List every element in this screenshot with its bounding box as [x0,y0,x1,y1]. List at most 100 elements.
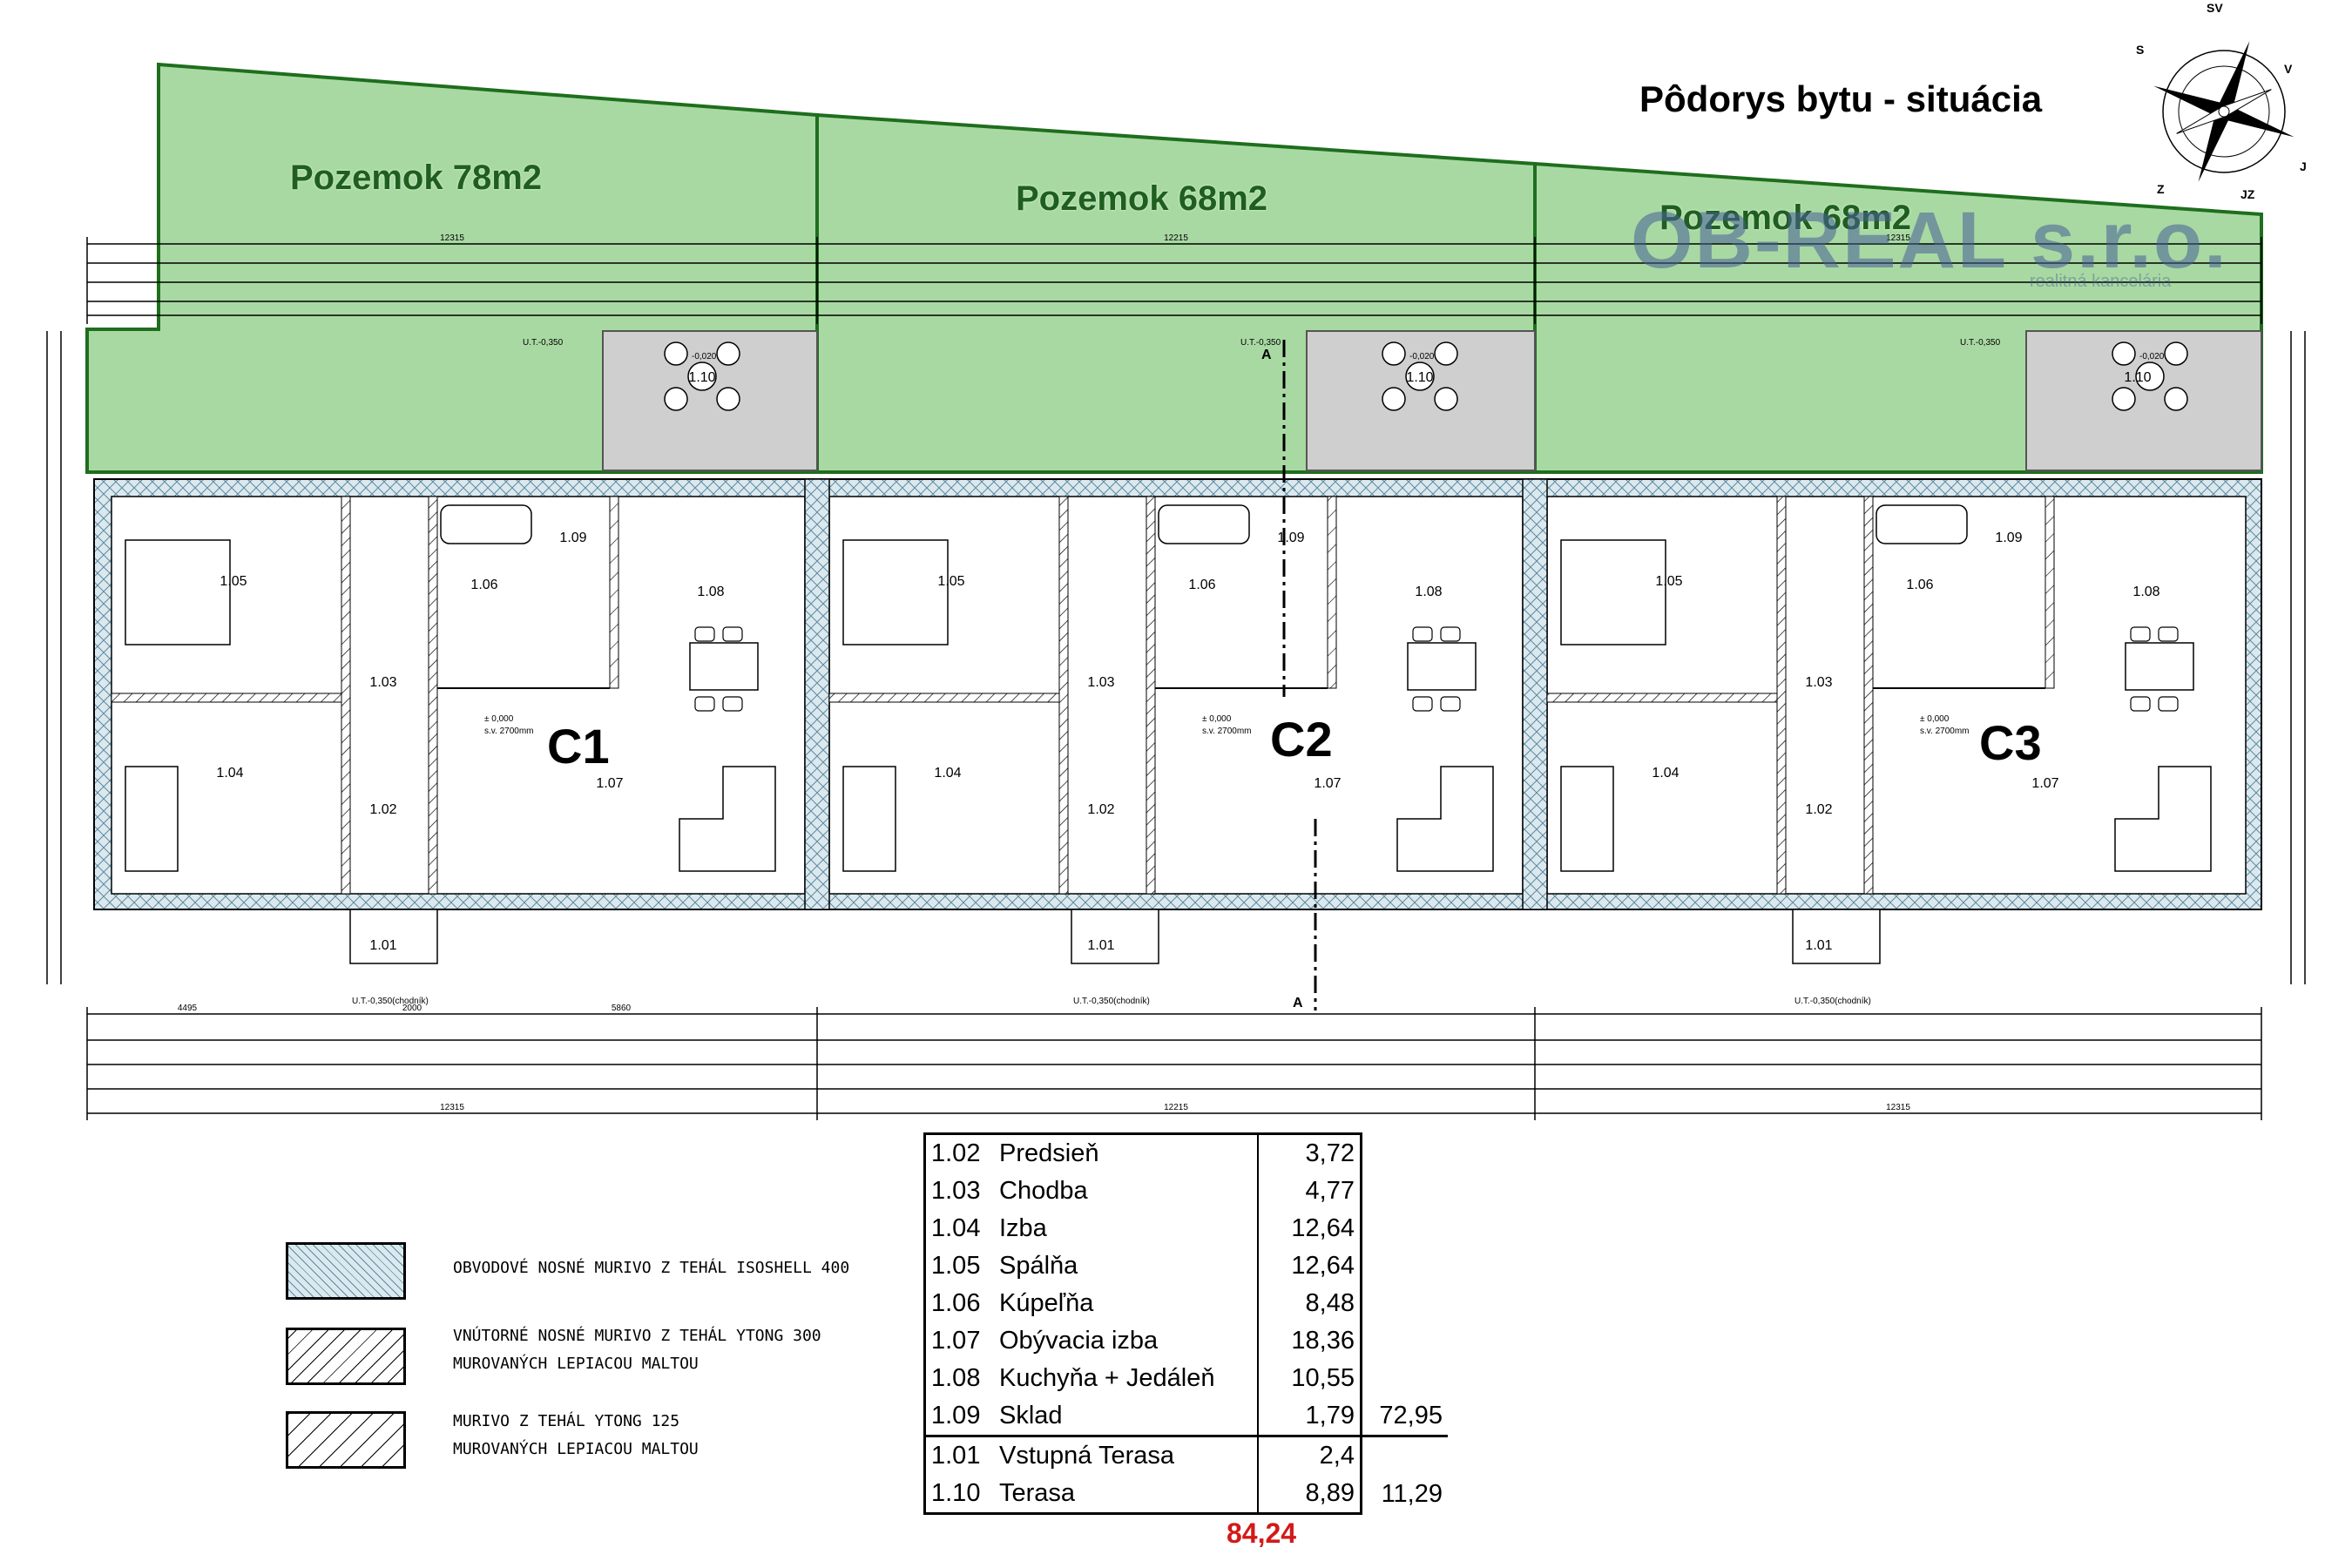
svg-text:12215: 12215 [1164,1103,1188,1112]
area-table-cell-name: Obývacia izba [994,1322,1259,1360]
side-dimension-lines [46,331,2306,984]
terrace-level: U.T.-0,350 [1240,338,1281,348]
room-label: 1.05 [937,574,964,589]
legend-swatch-interior-wall [286,1328,406,1385]
unit-interior-3 [1546,341,2212,895]
walkway-level: U.T.-0,350(chodník) [1073,997,1150,1006]
room-label: 1.07 [596,776,623,791]
section-line-aa [1282,340,1317,1010]
room-label: 1.03 [1805,675,1832,690]
area-table-cell-val: 12,64 [1258,1247,1362,1285]
area-table-cell-code: 1.10 [923,1475,994,1515]
room-labels: 1.05 1.06 1.09 1.08 1.03 1.04 1.02 1.07 1.01 1.10… [216,338,2164,1006]
room-label: 1.01 [1087,938,1114,953]
svg-text:12315: 12315 [440,233,464,243]
legend-text-interior-wall: VNÚTORNÉ NOSNÉ MURIVO Z TEHÁL YTONG 300 … [453,1322,821,1378]
area-table-cell-val: 1,79 [1258,1397,1362,1437]
room-label: 1.01 [369,938,396,953]
area-table-cell-sum: 72,95 [1361,1397,1448,1437]
plot-label-2: Pozemok 68m2 [1016,179,1268,218]
room-label: 1.10 [688,370,715,385]
room-label: 1.04 [1652,766,1679,781]
compass-rose [2153,41,2295,182]
area-table-cell-sum [1362,1173,1449,1210]
area-table-cell-val: 3,72 [1258,1132,1362,1173]
top-dimension-lines [86,237,2262,324]
area-table-cell-val: 8,48 [1258,1285,1362,1322]
terrace-c3 [2025,330,2262,471]
area-table-cell-name: Spálňa [994,1247,1259,1285]
room-label: 1.02 [369,802,396,817]
compass-n: SV [2207,1,2223,15]
page-title: Pôdorys bytu - situácia [1639,78,2043,119]
ceiling-height: s.v. 2700mm [1202,727,1252,736]
room-label: 1.06 [1188,578,1215,592]
compass-se: J [2300,159,2307,173]
unit-label-c2: C2 [1270,712,1333,767]
svg-text:12315: 12315 [440,1103,464,1112]
area-table-cell-val: 18,36 [1258,1322,1362,1360]
area-table-cell-name: Izba [994,1210,1259,1247]
floor-level: ± 0,000 [1202,714,1232,724]
terrace-level: U.T.-0,350 [523,338,564,348]
area-table-cell-name: Kuchyňa + Jedáleň [994,1360,1259,1397]
svg-text:4495: 4495 [178,1004,198,1013]
room-label: 1.08 [697,585,724,599]
area-table-cell-code: 1.03 [923,1173,994,1210]
plot-label-1: Pozemok 78m2 [290,159,543,197]
area-table-cell-code: 1.02 [923,1132,994,1173]
area-table-cell-val: 10,55 [1258,1360,1362,1397]
room-label: 1.02 [1805,802,1832,817]
legend-line: MUROVANÝCH LEPIACOU MALTOU [453,1355,699,1373]
unit-label-c3: C3 [1979,715,2042,770]
room-label: 1.06 [470,578,497,592]
area-table-cell-sum [1362,1210,1449,1247]
legend-line: MUROVANÝCH LEPIACOU MALTOU [453,1440,699,1458]
watermark-logo: OB-REAL s.r.o. [1631,196,2228,285]
unit-label-c1: C1 [547,719,610,774]
room-label: 1.09 [1277,531,1304,545]
ceiling-height: s.v. 2700mm [1920,727,1970,736]
svg-text:5860: 5860 [612,1004,632,1013]
floor-level: ± 0,000 [1920,714,1950,724]
compass-e: V [2284,62,2293,76]
unit-interior-1 [111,341,776,895]
room-label: 1.05 [1655,574,1682,589]
terrace-floor-level: -0,020 [1409,352,1435,362]
ceiling-height: s.v. 2700mm [484,727,534,736]
legend-line: OBVODOVÉ NOSNÉ MURIVO Z TEHÁL ISOSHELL 4… [453,1259,850,1277]
room-label: 1.05 [220,574,247,589]
area-table-cell-sum [1362,1436,1449,1476]
legend-line: MURIVO Z TEHÁL YTONG 125 [453,1412,680,1430]
walkway-level: U.T.-0,350(chodník) [1794,997,1871,1006]
total-area: 84,24 [1227,1517,1297,1549]
floor-level: ± 0,000 [484,714,514,724]
area-table-cell-val: 2,4 [1258,1436,1362,1475]
svg-text:A: A [1261,348,1272,362]
bottom-dimension-lines [86,1007,2262,1120]
legend-text-partition-wall: MURIVO Z TEHÁL YTONG 125 MUROVANÝCH LEPI… [453,1408,699,1463]
area-table-cell-val: 12,64 [1258,1210,1362,1247]
legend-line: VNÚTORNÉ NOSNÉ MURIVO Z TEHÁL YTONG 300 [453,1327,821,1345]
area-table-cell-code: 1.04 [923,1210,994,1247]
room-label: 1.08 [2132,585,2159,599]
terrace-c2 [1306,330,1536,471]
area-table-cell-code: 1.01 [923,1436,994,1475]
interior-walls [111,341,2212,895]
room-label: 1.06 [1906,578,1933,592]
area-table-cell-sum: 11,29 [1381,1479,1443,1508]
room-label: 1.09 [1995,531,2022,545]
plot-label-3: Pozemok 68m2 [1659,199,1912,237]
area-table-cell-name: Sklad [994,1397,1259,1437]
area-table-cell-val: 8,89 [1258,1475,1362,1515]
area-table-cell-code: 1.05 [923,1247,994,1285]
walkway-level: U.T.-0,350(chodník) [352,997,429,1006]
area-table-cell-code: 1.07 [923,1322,994,1360]
